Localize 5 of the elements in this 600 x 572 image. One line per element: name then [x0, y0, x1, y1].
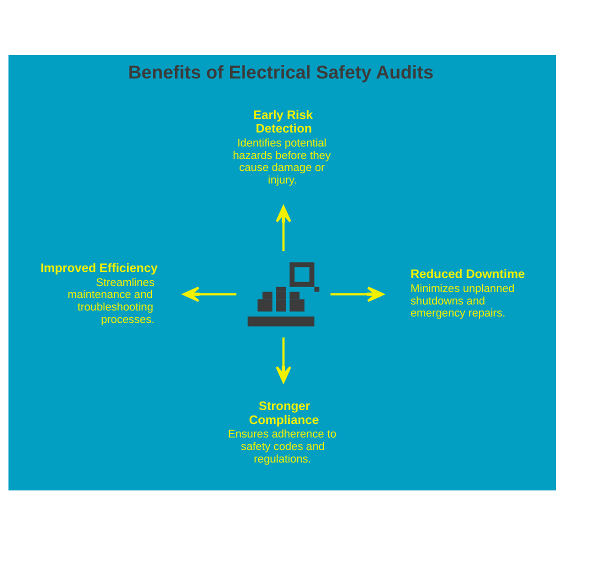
diagram-title: Benefits of Electrical Safety Audits [128, 61, 434, 82]
node-text: Reduced Downtime Minimizes unplanned shutdowns and emergency repairs. [410, 267, 525, 320]
node-text: Early Risk Detection Identifies potential hazards before they cause damage or injury. [232, 108, 331, 187]
node-text: Improved Efficiency Streamlines maintenance and troubleshooting processes. [40, 261, 158, 326]
node-text: Stronger Compliance Ensures adherence to safety codes and regulations. [228, 399, 336, 466]
